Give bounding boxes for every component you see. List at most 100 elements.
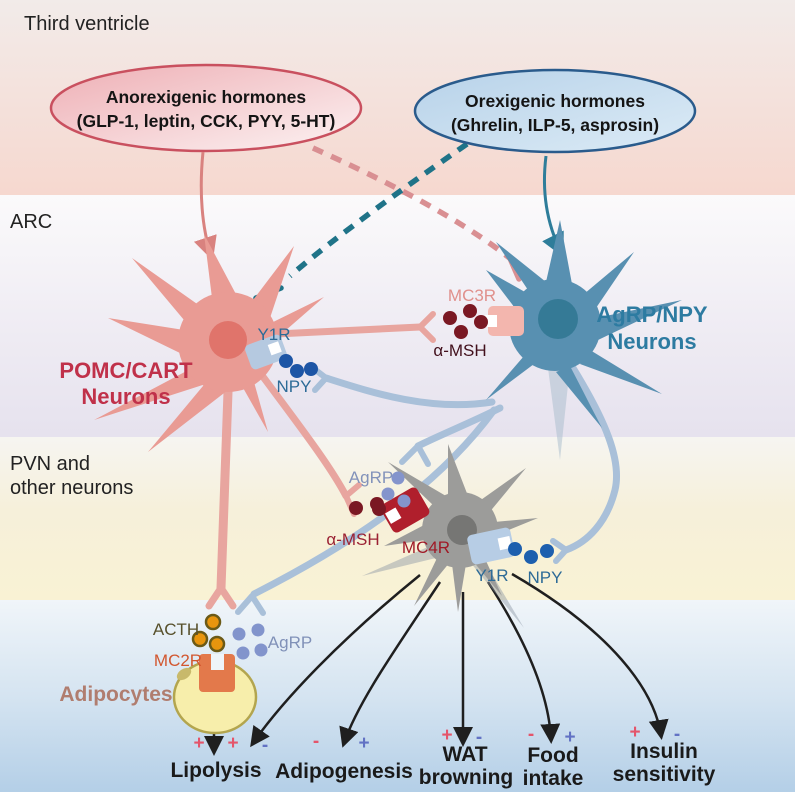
amsh-dot [474, 315, 488, 329]
adipogenesis-sign-2: + [358, 733, 369, 754]
food-sign-1: - [528, 724, 534, 745]
agrp-dot [236, 646, 250, 660]
agrp-axons [235, 364, 621, 616]
wat-sign-1: + [441, 725, 452, 746]
amsh-dot [454, 325, 468, 339]
y1r-pvn-label: Y1R [475, 566, 508, 585]
adipocytes-label: Adipocytes [59, 683, 172, 706]
amsh-pvn-label: α-MSH [326, 530, 379, 549]
food-sign-2: + [564, 727, 575, 748]
agrp-terminal-fork-pvn [399, 443, 431, 467]
npy-pvn-label: NPY [528, 568, 563, 587]
acth-label: ACTH [153, 620, 199, 639]
npy-dot [524, 550, 538, 564]
y1r-pomc-notch [267, 341, 282, 356]
agrp-axon-to-pomc [322, 374, 496, 409]
arrow-to-insulin [511, 572, 669, 740]
agrp-dot [254, 643, 268, 657]
pomc-axon-to-adipocyte [216, 387, 233, 593]
mc3r-label: MC3R [448, 286, 496, 305]
y1r-pvn-body [467, 527, 515, 565]
npy-dot [540, 544, 554, 558]
pomc-label-line1: POMC/CART [59, 358, 193, 383]
mc2r-body [199, 654, 235, 692]
pomc-terminal-fork-mc3r [417, 311, 436, 343]
agrp-nucleus [538, 299, 578, 339]
pink-dashed-line [311, 145, 514, 263]
output-wat-line2: browning [419, 766, 513, 789]
arrow-to-lipolysis [250, 574, 421, 748]
output-insulin-line1: Insulin [630, 740, 698, 763]
agrp-dot [251, 623, 265, 637]
pomc-nucleus [209, 321, 247, 359]
insulin-sign-2: - [674, 724, 680, 745]
insulin-sign-1: + [629, 722, 640, 743]
orexigenic-ellipse [413, 68, 697, 154]
mc3r-body [488, 306, 524, 336]
agrp-label-line1: AgRP/NPY [596, 302, 708, 327]
mc4r-label: MC4R [402, 538, 450, 557]
output-arrows [250, 572, 669, 748]
agrp-label-line2: Neurons [607, 329, 696, 354]
amsh-dots-pvn [349, 497, 384, 515]
output-lipolysis: Lipolysis [170, 759, 261, 782]
lipolysis-sign-3: - [262, 735, 268, 756]
acth-dot [191, 630, 209, 648]
amsh-dot [349, 501, 363, 515]
agrp-axon-arc-to-y1r [562, 364, 621, 554]
mc2r-slot [211, 654, 224, 670]
band-adipose [0, 600, 795, 792]
region-pvn-line2: other neurons [10, 477, 133, 499]
orexigenic-oval: Orexigenic hormones (Ghrelin, ILP-5, asp… [413, 68, 697, 154]
agrp-dot [391, 471, 405, 485]
mc4r-notch [385, 507, 402, 524]
agrp-dot [381, 487, 395, 501]
agrp-dots-pvn [381, 471, 411, 508]
amsh-dot [443, 311, 457, 325]
agrp-dot [397, 494, 411, 508]
mc3r-notch [485, 315, 497, 327]
adipogenesis-sign-1: - [313, 731, 319, 752]
npy-arc-label: NPY [277, 377, 312, 396]
arrow-to-adipogenesis [339, 581, 442, 748]
pomc-terminal-fork-adipocyte [205, 584, 237, 610]
agrp-terminal-fork-adipocyte [235, 593, 266, 616]
output-wat-line1: WAT [442, 743, 487, 766]
output-insulin-line2: sensitivity [613, 763, 716, 786]
orexigenic-line1: Orexigenic hormones [465, 91, 645, 111]
output-food-line2: intake [523, 767, 584, 790]
agrp-pvn-label: AgRP [349, 468, 393, 487]
pomc-axon-to-mc4r [254, 366, 350, 500]
pomc-axon-to-mc3r [272, 323, 424, 338]
region-arc: ARC [10, 211, 52, 233]
agrp-dot [232, 627, 246, 641]
agrp-shadow-process [548, 366, 570, 460]
npy-dots-pvn [508, 542, 554, 564]
outputs: + + - Lipolysis - + Adipogenesis + - WAT… [170, 722, 715, 790]
lipolysis-sign-2: + [227, 733, 238, 754]
wat-sign-2: - [476, 727, 482, 748]
anorexigenic-line1: Anorexigenic hormones [106, 87, 307, 107]
pomc-label-line2: Neurons [81, 384, 170, 409]
npy-dot [304, 362, 318, 376]
output-adipogenesis: Adipogenesis [275, 760, 413, 783]
adipocyte-highlight [176, 667, 192, 681]
orexigenic-line2: (Ghrelin, ILP-5, asprosin) [451, 115, 659, 135]
anorexigenic-line2: (GLP-1, leptin, CCK, PYY, 5-HT) [77, 111, 336, 131]
npy-dot [290, 364, 304, 378]
teal-dashed-line [288, 141, 469, 279]
arrow-to-food-intake [486, 581, 561, 744]
y1r-receptor-pvn [467, 527, 515, 565]
acth-dot [204, 613, 222, 631]
amsh-dot [370, 497, 384, 511]
npy-dots-arc [279, 354, 318, 378]
y1r-receptor-pomc [245, 334, 287, 370]
agrp-terminal-fork-y1r [550, 538, 569, 564]
mc2r-label: MC2R [154, 651, 202, 670]
amsh-dots-arc [443, 304, 488, 339]
mc4r-receptor [380, 487, 430, 533]
agrp-adipose-label: AgRP [268, 633, 312, 652]
region-third-ventricle: Third ventricle [24, 13, 150, 35]
amsh-arc-label: α-MSH [433, 341, 486, 360]
